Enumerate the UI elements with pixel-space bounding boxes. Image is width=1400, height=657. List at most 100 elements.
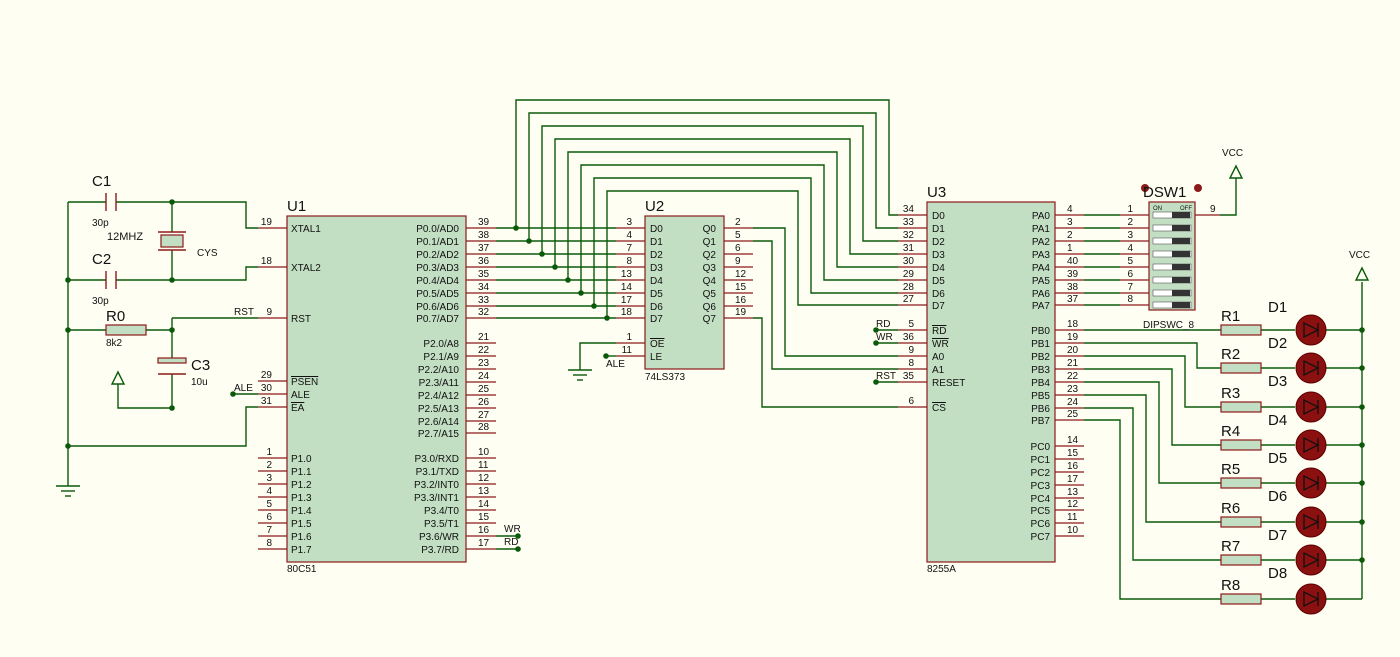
u2-pin-number: 7 (626, 243, 632, 254)
u2-pin-number: 15 (735, 282, 747, 293)
dsw-toggle (1172, 277, 1190, 283)
u1-pin-number: 5 (266, 499, 272, 510)
junction (565, 277, 571, 283)
u1-pin-number: 10 (478, 447, 490, 458)
net-label-rst: RST (234, 307, 254, 318)
wire (68, 406, 258, 447)
resistor-body (1220, 516, 1262, 528)
led-body (1295, 429, 1327, 461)
u3-pin-number: 21 (1067, 358, 1079, 369)
resistor-body (1220, 439, 1262, 451)
led-body (1295, 583, 1327, 615)
u1-pin-number: 18 (261, 256, 273, 267)
u2-pin-name: Q5 (703, 289, 717, 300)
u3-pin-number: 37 (1067, 294, 1079, 305)
u1-pin-name: P0.5/AD5 (416, 289, 459, 300)
u3-pin-name: PA1 (1032, 224, 1051, 235)
u3-pin-name: PB6 (1031, 404, 1050, 415)
resistor-ref: R1 (1221, 308, 1240, 325)
u1-pin-name: P3.5/T1 (424, 519, 459, 530)
dsw-pin-number: 1 (1127, 204, 1133, 215)
u1-pin-name: P0.1/AD1 (416, 237, 459, 248)
c3-ref: C3 (191, 357, 210, 374)
u1-pin-number: 9 (266, 307, 272, 318)
resistor-ref: R4 (1221, 423, 1240, 440)
led-body (1295, 391, 1327, 423)
u1-pin-name: P0.6/AD6 (416, 302, 459, 313)
u3-pin-name: PA4 (1032, 263, 1051, 274)
led-ref: D7 (1268, 527, 1287, 544)
u3-pin-name: A0 (932, 352, 945, 363)
u3-pin-number: 25 (1067, 409, 1079, 420)
u2-pin-name: D7 (650, 314, 663, 325)
u2-pin-number: 4 (626, 230, 632, 241)
junction (591, 303, 597, 309)
u3-pin-name: D1 (932, 224, 945, 235)
led-body (1295, 314, 1327, 346)
c2-ref: C2 (92, 251, 111, 268)
u1-pin-name: ALE (291, 390, 310, 401)
wire (579, 342, 616, 370)
u3-pin-name: A1 (932, 365, 945, 376)
u3-pin-number: 24 (1067, 397, 1079, 408)
u3-pin-name: PC5 (1031, 506, 1051, 517)
u1-ref: U1 (287, 198, 306, 215)
u1-pin-number: 31 (261, 396, 273, 407)
dsw-marker (1194, 184, 1202, 192)
junction (873, 379, 879, 385)
junction (1359, 327, 1365, 333)
u1-pin-name: P2.5/A13 (418, 404, 460, 415)
dsw-pin-number: 5 (1127, 256, 1133, 267)
u3-pin-name: D5 (932, 276, 945, 287)
u3-pin-number: 33 (903, 217, 915, 228)
led-symbol (1303, 436, 1320, 454)
dsw-off-label: OFF (1180, 206, 1192, 212)
junction (1359, 365, 1365, 371)
u1-pin-name: EA (291, 403, 305, 414)
u1-pin-name: P1.0 (291, 454, 312, 465)
resistor-ref: R8 (1221, 577, 1240, 594)
resistor-ref: R6 (1221, 500, 1240, 517)
u1-pin-name: XTAL1 (291, 224, 321, 235)
dsw-toggle (1172, 238, 1190, 244)
r0-body (105, 324, 147, 336)
u1-pin-name: RST (291, 314, 311, 325)
u3-pin-number: 13 (1067, 487, 1079, 498)
u1-pin-name: P2.6/A14 (418, 417, 460, 428)
net-label-ale: ALE (606, 359, 625, 370)
led-symbol (1303, 590, 1320, 608)
u1-pin-name: P2.7/A15 (418, 429, 460, 440)
u3-body (926, 201, 1056, 563)
u3-pin-name: PC2 (1031, 468, 1051, 479)
u3-pin-name: D3 (932, 250, 945, 261)
u1-pin-number: 6 (266, 512, 272, 523)
junction (873, 340, 879, 346)
dsw-toggle (1172, 212, 1190, 218)
led-ref: D5 (1268, 450, 1287, 467)
u2-pin-name: Q1 (703, 237, 717, 248)
u1-pin-name: P3.3/INT1 (414, 493, 459, 504)
wire (1084, 342, 1221, 369)
u2-pin-name: LE (650, 352, 663, 363)
resistor-ref: R7 (1221, 538, 1240, 555)
u1-pin-number: 11 (478, 460, 489, 471)
net-label-vcc: VCC (1222, 148, 1243, 159)
wire (1084, 394, 1221, 523)
u3-pin-name: PA6 (1032, 289, 1051, 300)
u2-pin-number: 12 (735, 269, 747, 280)
crystal-ref: CYS (197, 248, 218, 259)
u2-pin-number: 3 (626, 217, 632, 228)
u3-pin-number: 1 (1067, 243, 1073, 254)
junction (515, 533, 521, 539)
junction (603, 353, 609, 359)
u2-pin-name: Q2 (703, 250, 717, 261)
junction (1359, 480, 1365, 486)
u3-pin-name: WR (932, 339, 949, 350)
vcc-arrow (1354, 266, 1370, 281)
u3-pin-name: D4 (932, 263, 945, 274)
u3-pin-name: PC4 (1031, 494, 1051, 505)
net-label-rst: RST (876, 371, 896, 382)
u3-part: 8255A (927, 564, 956, 575)
u1-pin-number: 39 (478, 217, 490, 228)
dsw-pin-number: 6 (1127, 269, 1133, 280)
